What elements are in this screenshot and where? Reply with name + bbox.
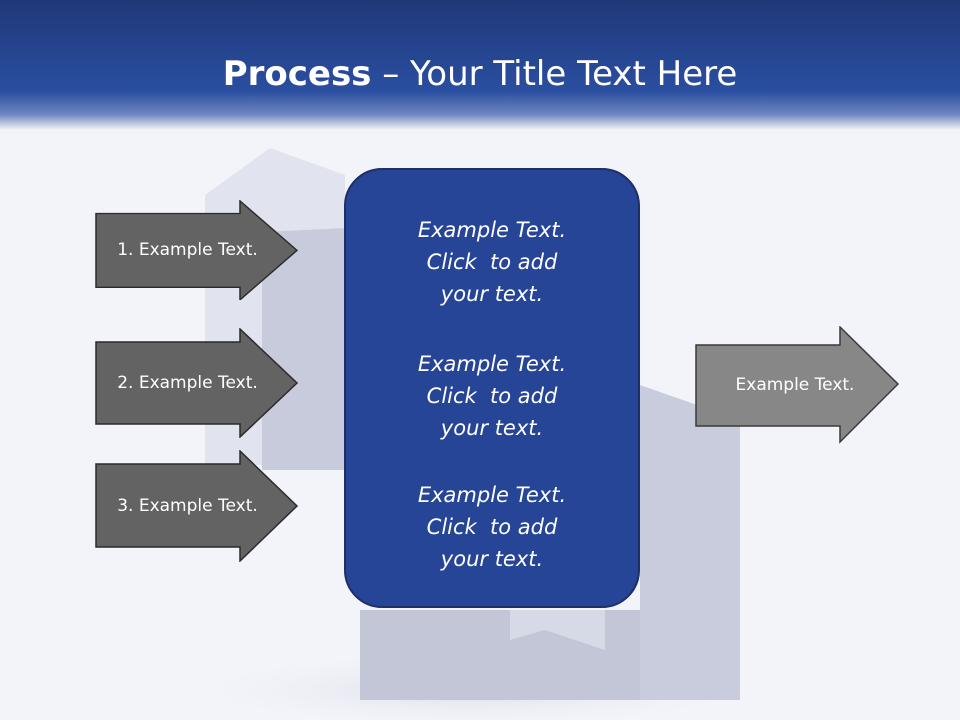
arrow-shape	[95, 449, 299, 563]
output-arrow-label: Example Text.	[735, 375, 855, 395]
center-text-3: Example Text. Click to add your text.	[417, 483, 567, 571]
page-title: Process – Your Title Text Here	[0, 52, 960, 96]
input-arrow-2: 2. Example Text.	[95, 327, 299, 439]
header-band	[0, 0, 960, 130]
output-arrow: Example Text.	[695, 325, 900, 444]
input-arrow-3-label: 3. Example Text.	[117, 496, 258, 516]
arrow-shape	[95, 199, 299, 302]
title-rest: – Your Title Text Here	[371, 54, 738, 94]
center-text-2: Example Text. Click to add your text.	[417, 352, 567, 440]
title-bold: Process	[222, 54, 372, 94]
arrow-shape	[95, 327, 299, 439]
input-arrow-1-label: 1. Example Text.	[117, 240, 258, 260]
center-process-box: Example Text. Click to add your text. Ex…	[344, 168, 640, 608]
input-arrow-3: 3. Example Text.	[95, 449, 299, 563]
center-text-1: Example Text. Click to add your text.	[417, 218, 567, 306]
input-arrow-1: 1. Example Text.	[95, 199, 299, 302]
arrow-shape	[695, 325, 900, 444]
input-arrow-2-label: 2. Example Text.	[117, 373, 258, 393]
